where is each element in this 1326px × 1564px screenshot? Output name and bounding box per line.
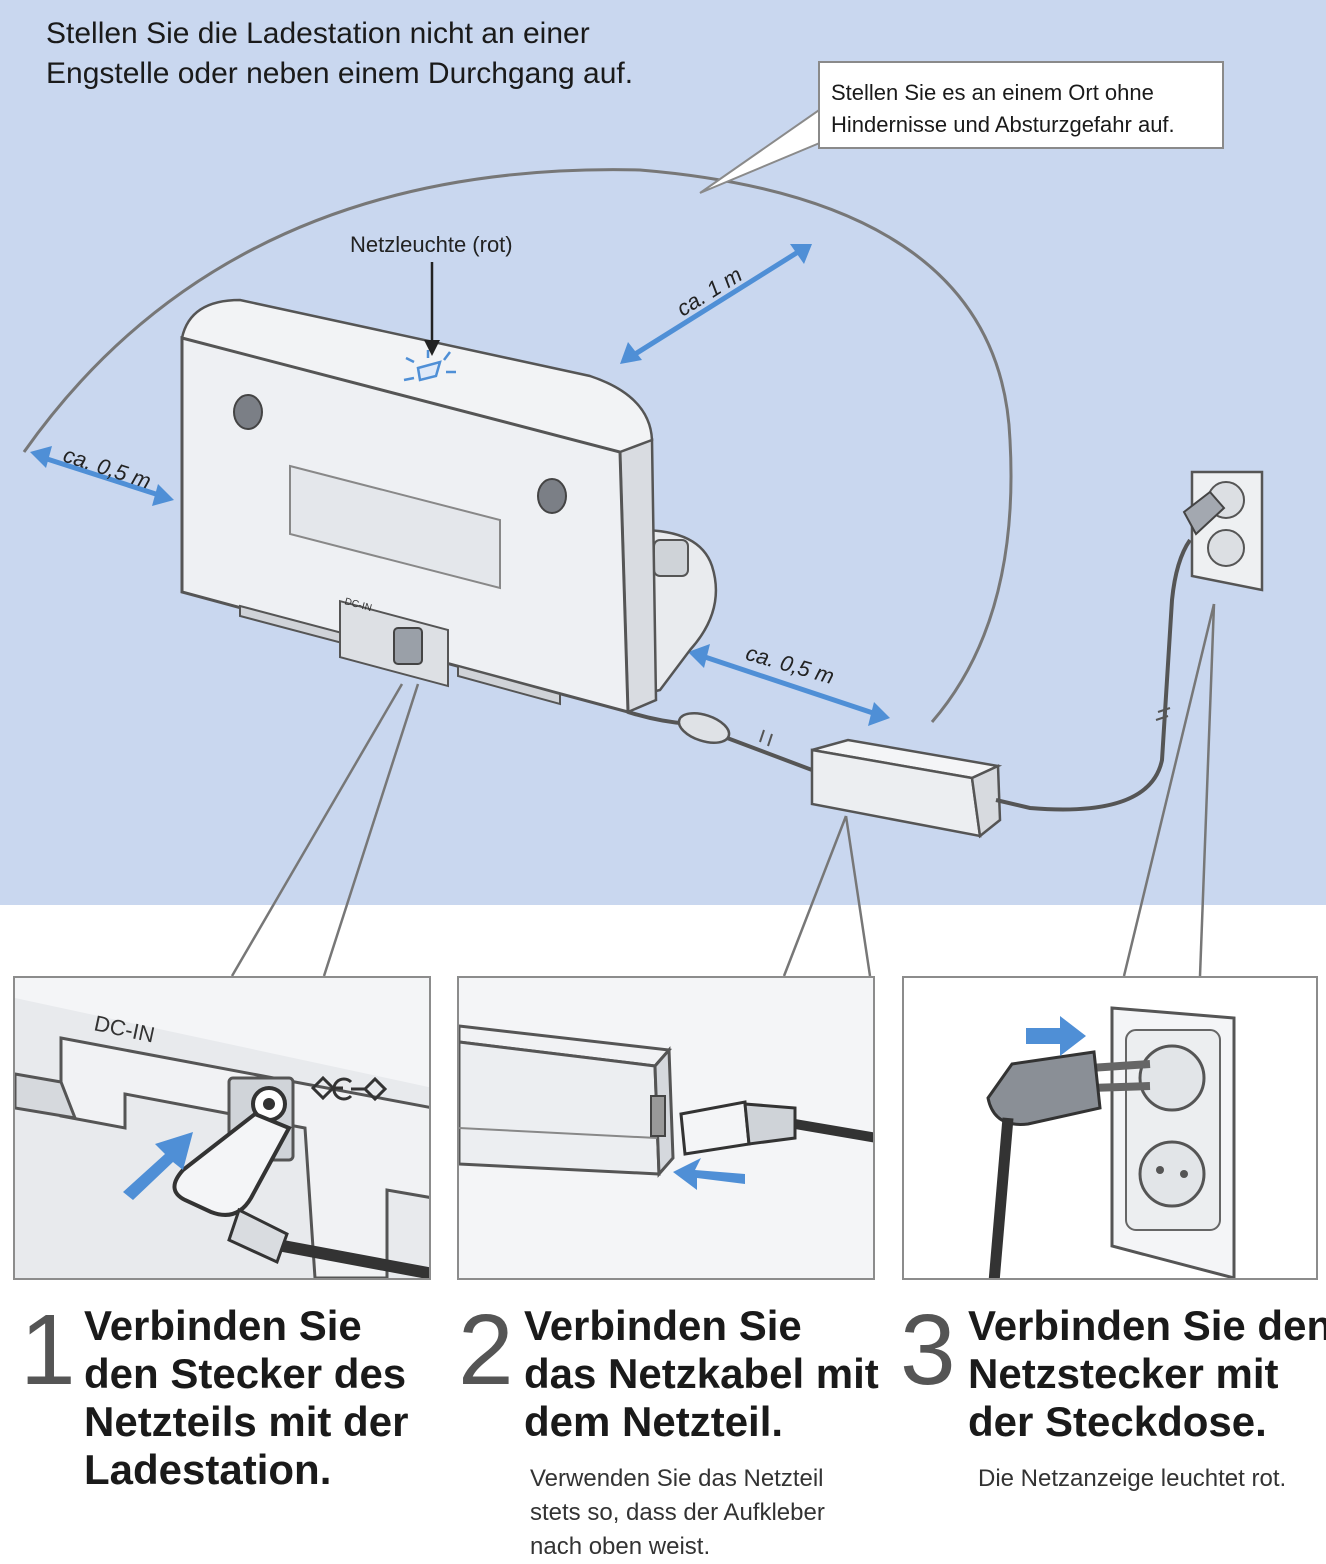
plug-pins	[1089, 1060, 1151, 1092]
dc-cable	[281, 1240, 429, 1278]
power-light-label: Netzleuchte (rot)	[350, 232, 513, 257]
dc-polarity-symbol-icon	[310, 1075, 388, 1102]
insert-arrow-icon-3	[1026, 1016, 1086, 1056]
screw-hole-right	[537, 478, 567, 514]
step-title-line: Netzteils mit der	[84, 1398, 409, 1445]
step-title-line: Netzstecker mit	[968, 1350, 1279, 1397]
ferrite-bead	[677, 712, 731, 744]
placement-callout-box: Stellen Sie es an einem Ort ohne Hindern…	[818, 61, 1224, 149]
socket-upper-detail	[1138, 1044, 1206, 1112]
adapter-detail-body	[459, 1040, 661, 1176]
step-title-line: Ladestation.	[84, 1446, 332, 1493]
step-number: 1	[20, 1294, 76, 1406]
adapter-seam	[459, 1127, 658, 1139]
charging-contact	[653, 539, 689, 577]
power-light-pointer-head	[424, 340, 440, 356]
dc-plug-body	[172, 1111, 292, 1217]
detail-panel-socket	[902, 976, 1318, 1280]
step-title: Verbinden Sie den Netzstecker mit der St…	[968, 1302, 1326, 1446]
dimension-arrow-left	[30, 446, 174, 506]
step-title-line: der Steckdose.	[968, 1398, 1267, 1445]
step-number: 2	[458, 1294, 514, 1406]
step-note-line: Verwenden Sie das Netzteil	[530, 1465, 824, 1492]
detail-panel-adapter	[457, 976, 875, 1280]
plug-body	[986, 1050, 1102, 1126]
socket-hole	[1156, 1166, 1164, 1174]
step-title-line: Verbinden Sie den	[968, 1302, 1326, 1349]
cable-mains	[995, 538, 1192, 812]
callout-line-1: Stellen Sie es an einem Ort ohne	[831, 80, 1154, 105]
insert-arrow-icon-2	[673, 1158, 745, 1190]
charging-station-top	[180, 298, 654, 460]
plug-cable	[988, 1117, 1014, 1278]
socket-hole	[1180, 1170, 1188, 1178]
step-note: Verwenden Sie das Netzteil stets so, das…	[530, 1462, 870, 1564]
socket-lower-detail	[1138, 1140, 1206, 1208]
callout-line-2: Hindernisse und Absturzgefahr auf.	[831, 112, 1175, 137]
mains-cable-detail	[794, 1119, 873, 1143]
step-note: Die Netzanzeige leuchtet rot.	[978, 1462, 1326, 1496]
page-heading: Stellen Sie die Ladestation nicht an ein…	[46, 14, 746, 94]
power-light-indicator	[403, 350, 456, 382]
step-title: Verbinden Sie das Netzkabel mit dem Netz…	[524, 1302, 879, 1446]
step-number: 3	[900, 1294, 956, 1406]
cable-break-mark-2	[1155, 707, 1171, 721]
heading-line-1: Stellen Sie die Ladestation nicht an ein…	[46, 17, 590, 50]
heading-line-2: Engstelle oder neben einem Durchgang auf…	[46, 57, 634, 90]
cable-break-mark	[759, 729, 773, 747]
dc-plug-strain-relief	[227, 1207, 289, 1265]
step-title-line: Verbinden Sie	[84, 1302, 362, 1349]
step-title: Verbinden Sie den Stecker des Netzteils …	[84, 1302, 408, 1494]
step-title-line: dem Netzteil.	[524, 1398, 784, 1445]
zoom-leaders	[230, 603, 1216, 977]
dc-plug-small	[393, 627, 423, 665]
step-title-line: den Stecker des	[84, 1350, 407, 1397]
step-title-line: Verbinden Sie	[524, 1302, 802, 1349]
mains-connector	[679, 1100, 751, 1156]
step-note-line: stets so, dass der Aufkleber	[530, 1499, 825, 1526]
insert-arrow-icon	[123, 1132, 193, 1200]
dimension-arrow-top	[620, 244, 812, 364]
station-foot-right	[457, 664, 561, 706]
socket-outlet-lower	[1207, 529, 1245, 567]
clearance-arc	[22, 168, 1013, 723]
adapter-inlet	[650, 1095, 666, 1137]
detail-panel-dc-in: DC-IN	[13, 976, 431, 1280]
dimension-arrow-front	[688, 644, 890, 726]
charging-station-label-panel	[289, 464, 501, 590]
mains-connector-grip	[743, 1102, 797, 1146]
power-adapter-side	[970, 764, 1002, 839]
dc-in-jack-pin	[263, 1098, 275, 1110]
station-ledge	[15, 1072, 78, 1120]
step-note-line: Die Netzanzeige leuchtet rot.	[978, 1465, 1287, 1492]
mains-plug	[1182, 490, 1226, 536]
step-note-line: nach oben weist.	[530, 1533, 711, 1560]
step-title-line: das Netzkabel mit	[524, 1350, 879, 1397]
screw-hole-left	[233, 394, 263, 430]
